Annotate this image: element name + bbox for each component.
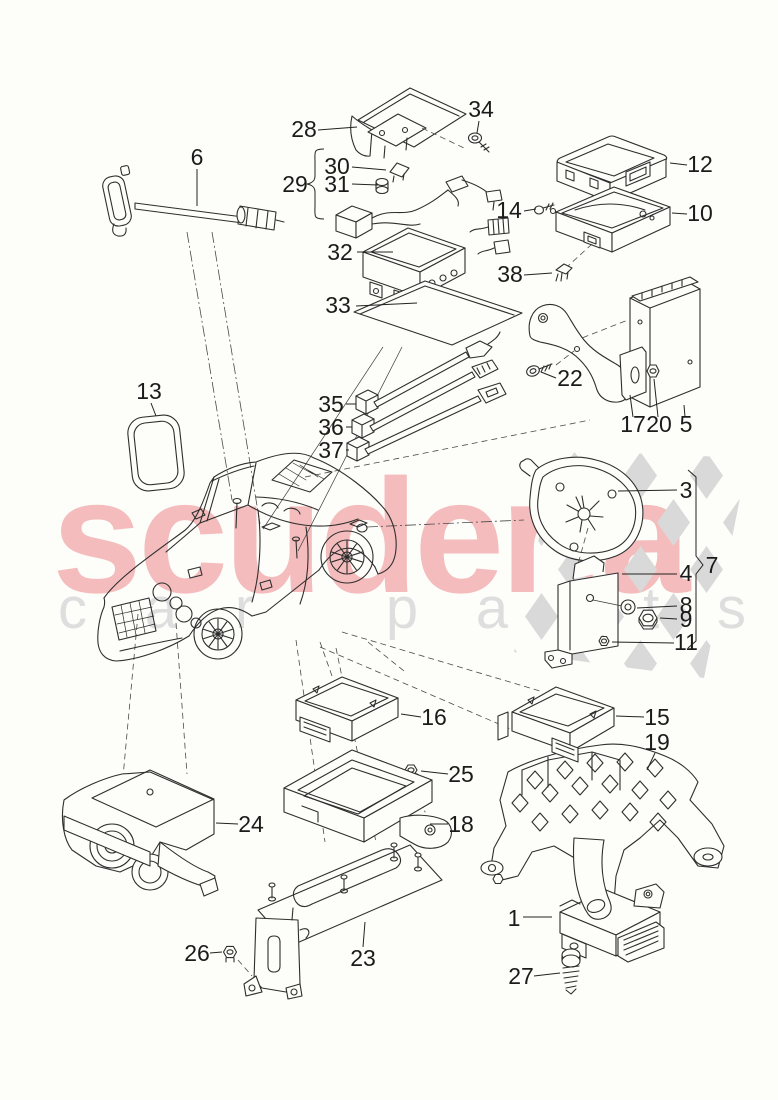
part-15-control-module bbox=[497, 686, 615, 763]
part-label-24: 24 bbox=[238, 811, 264, 837]
part-label-1: 1 bbox=[508, 905, 521, 931]
brace-7 bbox=[687, 469, 704, 649]
part-20-nut bbox=[646, 364, 660, 378]
part-label-36: 36 bbox=[318, 414, 344, 440]
part-label-18: 18 bbox=[448, 811, 474, 837]
part-label-10: 10 bbox=[687, 200, 713, 226]
part-label-3: 3 bbox=[680, 477, 693, 503]
part-3-alarm-siren bbox=[519, 456, 644, 587]
car-front-wheel bbox=[193, 608, 243, 660]
part-label-26: 26 bbox=[184, 940, 210, 966]
plate-studs bbox=[267, 842, 423, 902]
part-label-33: 33 bbox=[325, 292, 351, 318]
part-9-nut bbox=[638, 609, 658, 630]
part-24-horn-assembly bbox=[61, 769, 219, 897]
part-label-12: 12 bbox=[687, 151, 713, 177]
part-label-27: 27 bbox=[508, 963, 534, 989]
part-label-13: 13 bbox=[136, 378, 162, 404]
car-mounted-sensors bbox=[187, 497, 368, 591]
part-label-6: 6 bbox=[191, 144, 204, 170]
part-label-5: 5 bbox=[680, 411, 693, 437]
part-27-screw bbox=[561, 948, 581, 995]
part-11-nut bbox=[598, 635, 610, 647]
part-17-bracket bbox=[528, 303, 647, 403]
part-label-22: 22 bbox=[557, 365, 583, 391]
car-rear-wheel bbox=[320, 530, 374, 584]
brace-29 bbox=[306, 148, 325, 220]
part-label-30: 30 bbox=[324, 153, 350, 179]
part-36-cable bbox=[351, 359, 499, 439]
car-mirror bbox=[191, 508, 206, 520]
part-22-screw bbox=[526, 363, 553, 377]
part-5-ecu bbox=[629, 276, 701, 408]
label-leader-lines bbox=[150, 120, 704, 977]
part-label-9: 9 bbox=[680, 606, 693, 632]
part-19-frame-tongue bbox=[573, 837, 612, 920]
part-37-cable bbox=[346, 382, 507, 462]
part-label-25: 25 bbox=[448, 761, 474, 787]
part-4-bracket bbox=[544, 555, 623, 669]
part-label-11: 11 bbox=[674, 629, 698, 655]
part-label-4: 4 bbox=[680, 560, 693, 586]
part-38-clip bbox=[555, 263, 573, 282]
part-8-washer bbox=[620, 599, 636, 615]
part-label-17: 17 bbox=[620, 411, 646, 437]
part-18-housing bbox=[283, 749, 453, 849]
part-label-32: 32 bbox=[327, 239, 353, 265]
part-26-nut bbox=[222, 945, 253, 977]
part-35-cable bbox=[355, 331, 501, 415]
part-31-grommet bbox=[375, 177, 389, 195]
part-label-20: 20 bbox=[646, 411, 672, 437]
part-label-14: 14 bbox=[496, 197, 522, 223]
part-label-7: 7 bbox=[706, 552, 719, 578]
part-label-35: 35 bbox=[318, 391, 344, 417]
part-label-38: 38 bbox=[497, 261, 523, 287]
part-label-19: 19 bbox=[644, 729, 670, 755]
part-16-control-module bbox=[295, 676, 399, 743]
frame-pocket-fins bbox=[521, 751, 621, 796]
part-23-mounting-plate bbox=[243, 842, 443, 1000]
part-number-labels: 28 34 30 31 29 32 33 12 14 10 38 6 22 17… bbox=[136, 96, 718, 989]
part-30-clip bbox=[389, 162, 410, 183]
part-label-37: 37 bbox=[318, 437, 344, 463]
siren-impeller bbox=[565, 495, 604, 533]
part-label-28: 28 bbox=[291, 116, 317, 142]
part-13-seal bbox=[127, 414, 185, 492]
part-label-31: 31 bbox=[324, 171, 350, 197]
part-28-cover bbox=[350, 87, 467, 159]
lattice-holes bbox=[511, 752, 677, 832]
part-label-29: 29 bbox=[282, 171, 308, 197]
part-34-screw bbox=[467, 132, 490, 153]
part-6-antenna bbox=[102, 165, 285, 237]
part-29-bracket-wiring bbox=[335, 175, 511, 255]
part-14-screw bbox=[533, 202, 555, 215]
part-label-16: 16 bbox=[421, 704, 447, 730]
part-label-8: 8 bbox=[680, 592, 693, 618]
car-illustration bbox=[97, 452, 397, 662]
part-10-bracket-tray bbox=[549, 186, 671, 267]
part-label-34: 34 bbox=[468, 96, 494, 122]
part-label-15: 15 bbox=[644, 704, 670, 730]
part-label-23: 23 bbox=[350, 945, 376, 971]
